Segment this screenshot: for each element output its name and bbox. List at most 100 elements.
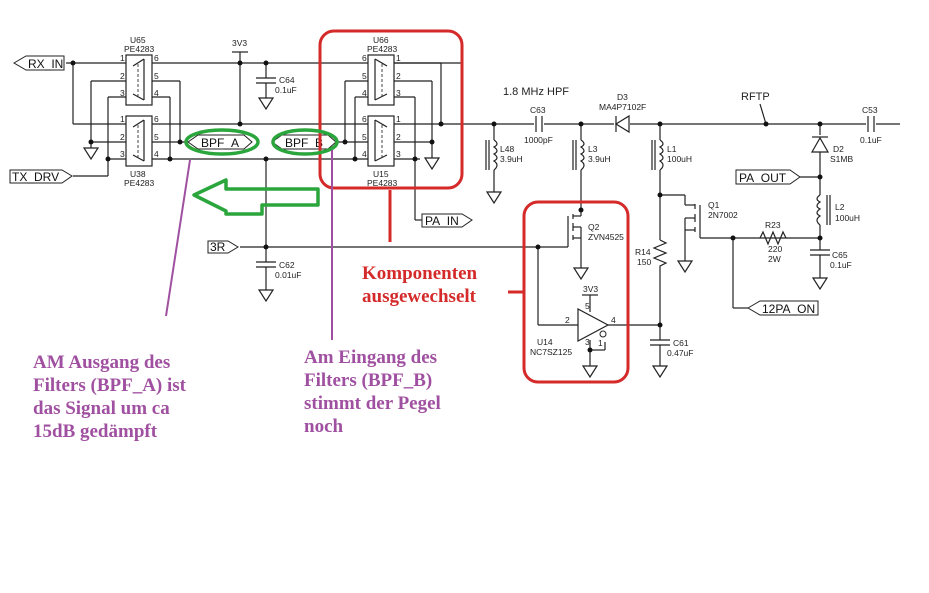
components-l3-ref-label: L3 [588, 144, 598, 154]
components-l2-value-label: 100uH [835, 213, 860, 223]
components-l1-ref-label: L1 [667, 144, 677, 154]
components-d3-ref-label: D3 [617, 92, 628, 102]
annotations-note_bpf_a-1-label: Filters (BPF_A) ist [33, 375, 187, 396]
net-3v3-a: 3V3 [232, 38, 247, 48]
components-l3-value-label: 3.9uH [588, 154, 611, 164]
components-u14-pins-2-label: 5 [585, 301, 590, 311]
components-u38-pins-4-label: 5 [154, 132, 159, 142]
green-circle-bpf-b [271, 128, 339, 156]
components-c65-ref-label: C65 [832, 250, 848, 260]
components-u15-pins-1-label: 5 [362, 132, 367, 142]
components-c63-value-label: 1000pF [524, 135, 553, 145]
port-12pa-on: 12PA_ON [747, 300, 819, 316]
components-r23-rating-label: 2W [768, 254, 781, 264]
components-u14-ref-label: U14 [537, 337, 553, 347]
wires [66, 51, 900, 360]
components-c62-ref-label: C62 [279, 260, 295, 270]
mosfet-q1 [684, 204, 701, 238]
components-u66-pins-0-label: 6 [362, 53, 367, 63]
components-u15-pins-0-label: 6 [362, 114, 367, 124]
port-pa-out: PA_OUT [735, 169, 801, 185]
component-labels: U65 PE4283 U38 PE4283 U66 PE4283 U15 PE4… [120, 35, 882, 358]
annotations-components_replaced-0-label: Komponenten [362, 263, 478, 284]
components-u14-pins-1-label: 4 [611, 315, 616, 325]
annotations-note_bpf_b-1-label: Filters (BPF_B) [304, 370, 433, 391]
components-u38-pins-3-label: 6 [154, 114, 159, 124]
components-u15-pins-4-label: 2 [396, 132, 401, 142]
components-u66-pins-3-label: 1 [396, 53, 401, 63]
annotations-note_bpf_a-3-label: 15dB gedämpft [33, 421, 158, 442]
note-components-replaced: Komponenten ausgewechselt [362, 262, 477, 308]
diode-d2 [810, 136, 830, 153]
annotation-overlay [165, 29, 630, 384]
components-u65-pins-3-label: 6 [154, 53, 159, 63]
components-c62-value-label: 0.01uF [275, 270, 301, 280]
u65-value: PE4283 [124, 44, 155, 54]
components-u38-pins-0-label: 1 [120, 114, 125, 124]
annotations-components_replaced-1-label: ausgewechselt [362, 286, 476, 307]
components-u65-pins-4-label: 5 [154, 71, 159, 81]
components-u38-pins-2-label: 3 [120, 149, 125, 159]
purple-pointer-bpf-a [165, 159, 191, 317]
components-u15-pins-2-label: 4 [362, 149, 367, 159]
u66-ref: U66 [373, 35, 389, 45]
annotations-note_bpf_b-3-label: noch [304, 416, 344, 437]
port-tx-drv: TX_DRV [9, 169, 73, 184]
inductor-l1 [651, 139, 664, 171]
components-u65-pins-1-label: 2 [120, 71, 125, 81]
u65-ref: U65 [130, 35, 146, 45]
resistor-r23 [759, 230, 787, 246]
inductor-l3 [572, 139, 585, 171]
components-u15-pins-3-label: 1 [396, 114, 401, 124]
net-rftp: RFTP [741, 91, 770, 103]
components-u38-pins-5-label: 4 [154, 149, 159, 159]
components-l2-ref-label: L2 [835, 202, 845, 212]
components-q2-ref-label: Q2 [588, 222, 600, 232]
mosfet-q2 [567, 210, 582, 247]
port-rx-in: RX_IN [13, 55, 65, 71]
components-c64-value-label: 0.1uF [275, 85, 297, 95]
components-c53-value-label: 0.1uF [860, 135, 882, 145]
components-u14-value-label: NC7SZ125 [530, 347, 572, 357]
hpf-title: 1.8 MHz HPF [503, 86, 569, 98]
components-d2-ref-label: D2 [833, 144, 844, 154]
port-bpf-b-label: BPF_B [285, 136, 323, 150]
green-circle-bpf-a [184, 128, 260, 156]
port-bpf-a: BPF_A [187, 134, 253, 150]
components-u66-pins-2-label: 4 [362, 88, 367, 98]
port-12pa-on-label: 12PA_ON [762, 302, 815, 316]
port-bpf-b: BPF_B [271, 134, 337, 150]
note-bpf-a: AM Ausgang des Filters (BPF_A) ist das S… [33, 351, 186, 443]
components-d2-value-label: S1MB [830, 154, 853, 164]
components-r14-value-label: 150 [637, 257, 651, 267]
components-r23-ref-label: R23 [765, 220, 781, 230]
port-bpf-a-label: BPF_A [201, 136, 239, 150]
annotations-note_bpf_a-2-label: das Signal um ca [33, 398, 170, 419]
green-arrow [192, 178, 320, 216]
u66-value: PE4283 [367, 44, 398, 54]
components-u15-pins-5-label: 3 [396, 149, 401, 159]
inductor-l48 [485, 139, 498, 171]
port-3r-label: 3R [210, 240, 226, 254]
inductor-l2 [816, 194, 831, 226]
switch-u65 [125, 54, 153, 106]
components-c61-ref-label: C61 [673, 338, 689, 348]
annotations-note_bpf_a-0-label: AM Ausgang des [33, 352, 171, 373]
switch-u38 [125, 115, 153, 167]
components-u66-pins-5-label: 3 [396, 88, 401, 98]
components-l48-ref-label: L48 [500, 144, 514, 154]
components-u65-pins-5-label: 4 [154, 88, 159, 98]
port-pa-in: PA_IN [421, 213, 473, 228]
components-u65-pins-0-label: 1 [120, 53, 125, 63]
junctions [70, 60, 823, 353]
components-u14-pins-4-label: 1 [598, 338, 603, 348]
u15-ref: U15 [373, 169, 389, 179]
components-c61-value-label: 0.47uF [667, 348, 693, 358]
components-l1-value-label: 100uH [667, 154, 692, 164]
port-rx-in-label: RX_IN [28, 57, 63, 71]
components-u38-pins-1-label: 2 [120, 132, 125, 142]
components-c53-ref-label: C53 [862, 105, 878, 115]
components-c65-value-label: 0.1uF [830, 260, 852, 270]
